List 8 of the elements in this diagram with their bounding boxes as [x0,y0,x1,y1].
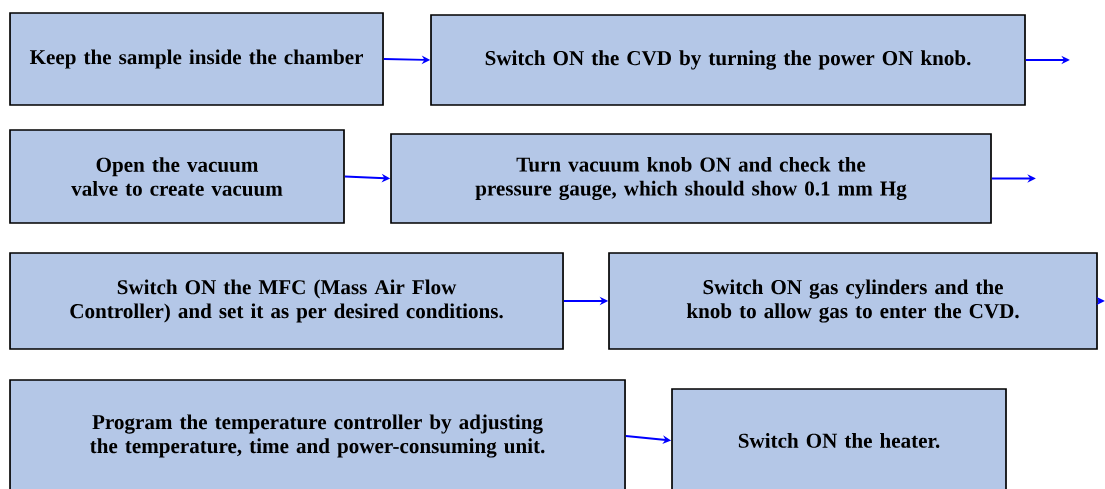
process-box: Switch ON gas cylinders and the knob to allow gas to enter the CVD. [608,252,1098,350]
process-box: Open the vacuum valve to create vacuum [9,129,345,224]
process-box: Program the temperature controller by adjusting the temperature, time and power-consuming unit. [9,379,626,489]
process-box: Switch ON the heater. [671,388,1007,489]
process-box: Keep the sample inside the chamber [9,12,384,106]
process-box: Turn vacuum knob ON and check the pressure gauge, which should show 0.1 mm Hg [390,133,992,224]
process-box: Switch ON the CVD by turning the power ON knob. [430,14,1026,106]
process-box: Switch ON the MFC (Mass Air Flow Controller) and set it as per desired conditions. [9,252,564,350]
